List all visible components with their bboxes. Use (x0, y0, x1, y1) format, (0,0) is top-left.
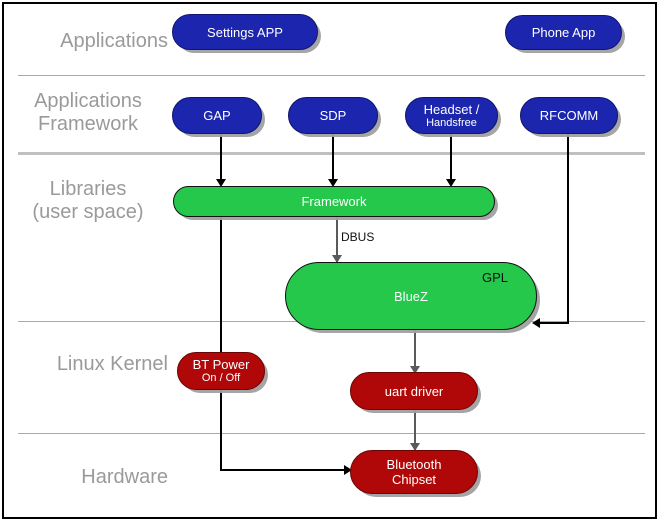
node-headset-handsfree[interactable]: Headset / Handsfree (405, 97, 498, 134)
node-settings-app[interactable]: Settings APP (172, 14, 318, 50)
node-bluetooth-chipset[interactable]: Bluetooth Chipset (350, 450, 478, 494)
node-bt-power-state-label: On / Off (201, 372, 241, 384)
node-phone-app[interactable]: Phone App (505, 15, 622, 50)
node-settings-app-label: Settings APP (207, 24, 283, 40)
node-gap[interactable]: GAP (172, 97, 262, 134)
node-phone-app-label: Phone App (531, 25, 596, 40)
node-sdp[interactable]: SDP (288, 97, 378, 134)
node-uart-driver[interactable]: uart driver (350, 372, 478, 410)
edge-sdp-to-framework-line (332, 134, 334, 182)
node-uart-driver-label: uart driver (384, 383, 444, 399)
divider-kernel-hardware (18, 433, 645, 434)
node-rfcomm[interactable]: RFCOMM (520, 97, 618, 134)
edge-framework-to-chipset-arrow (344, 465, 352, 475)
edge-label-dbus: DBUS (341, 230, 375, 244)
edge-bluez-to-uart-arrow (410, 366, 420, 374)
node-bluetooth-chipset-label: Bluetooth (386, 457, 442, 472)
node-handsfree-label: Handsfree (426, 116, 477, 129)
node-bluetooth-chipset-sublabel: Chipset (391, 472, 437, 487)
edge-bluez-to-uart-line (414, 330, 416, 372)
node-headset-label: Headset / (423, 101, 480, 117)
edge-framework-rail-horizontal (220, 469, 348, 471)
node-bluez-label: BlueZ (394, 288, 428, 304)
edge-uart-to-chipset-arrow (410, 443, 420, 451)
node-bluez-license-badge: GPL (482, 270, 509, 285)
node-framework[interactable]: Framework (173, 186, 495, 217)
edge-rfcomm-to-bluez-arrow (532, 318, 540, 328)
layer-label-libraries: Libraries (user space) (32, 178, 144, 223)
edge-uart-to-chipset-line (414, 410, 416, 450)
layer-label-hardware: Hardware (81, 466, 168, 488)
node-bt-power-label: BT Power (192, 357, 250, 372)
layer-label-applications-framework: Applications Framework (34, 90, 142, 135)
diagram-outer-border (2, 2, 657, 519)
node-framework-label: Framework (301, 194, 367, 209)
divider-applications-framework (18, 75, 645, 76)
edge-headset-to-framework-arrow (446, 179, 456, 187)
node-rfcomm-label: RFCOMM (539, 108, 599, 123)
layer-label-applications: Applications (60, 30, 168, 52)
node-bluez[interactable]: BlueZ (285, 262, 537, 330)
layer-label-linux-kernel: Linux Kernel (56, 353, 168, 375)
edge-framework-to-bluez-arrow (332, 255, 342, 263)
edge-gap-to-framework-arrow (216, 179, 226, 187)
node-bt-power[interactable]: BT Power On / Off (177, 352, 265, 390)
node-sdp-label: SDP (319, 108, 347, 123)
node-gap-label: GAP (203, 108, 231, 123)
edge-gap-to-framework-line (220, 134, 222, 182)
edge-headset-to-framework-line (450, 134, 452, 182)
edge-framework-rail-vertical (220, 216, 222, 471)
edge-rfcomm-rail-vertical (567, 134, 569, 324)
edge-sdp-to-framework-arrow (328, 179, 338, 187)
edge-framework-to-bluez-line (336, 216, 338, 262)
edge-rfcomm-rail-horizontal (538, 322, 569, 324)
divider-framework-libraries (18, 152, 645, 155)
